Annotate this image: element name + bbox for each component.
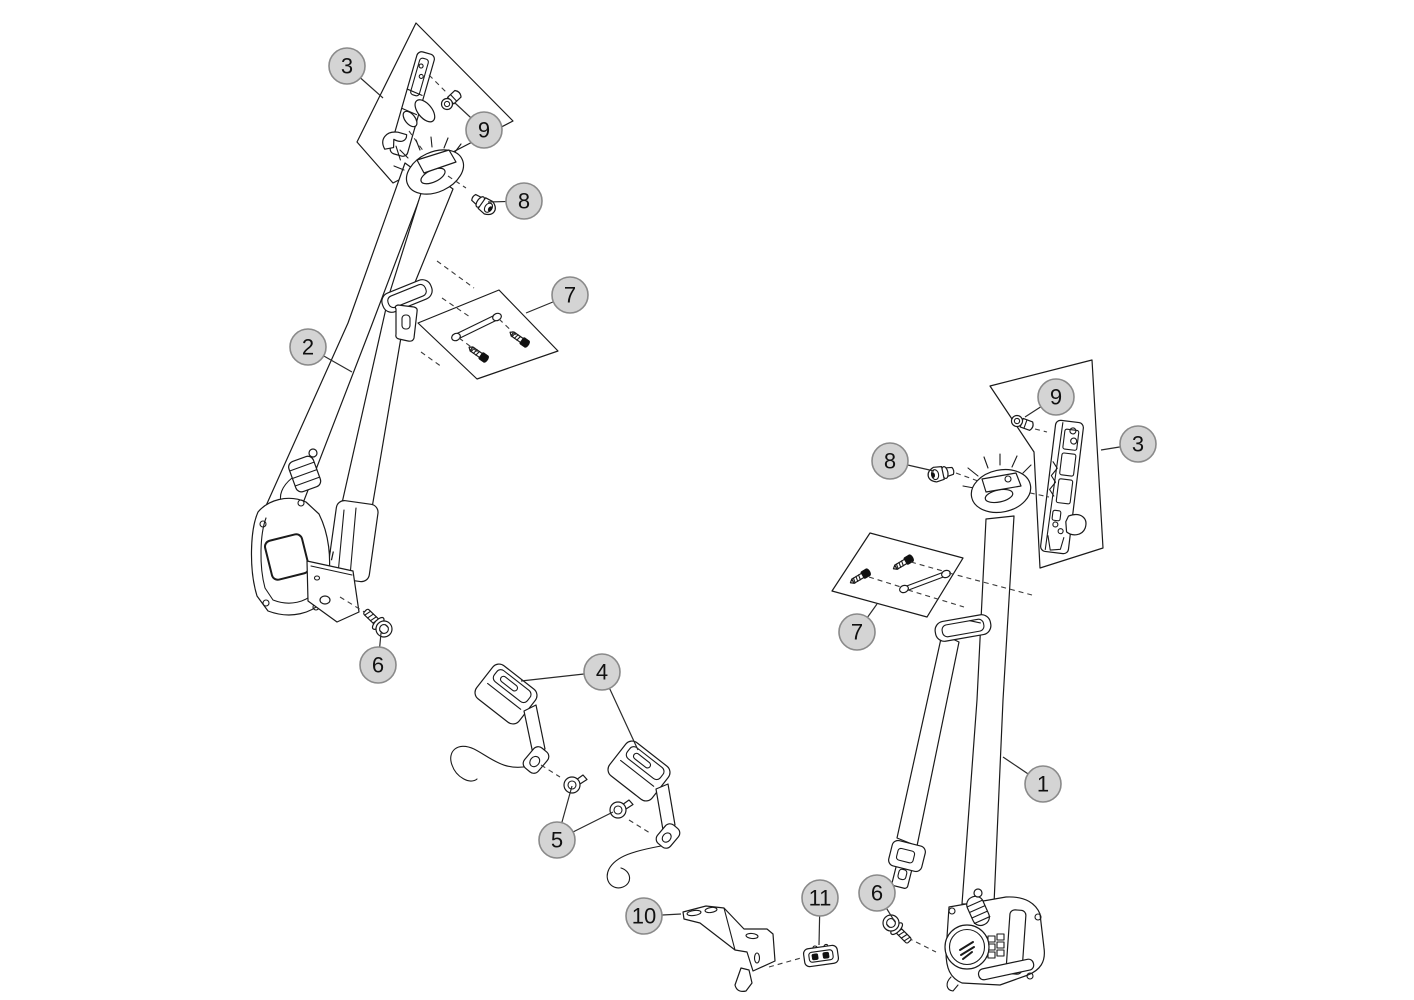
callout-8[interactable]: 8 bbox=[487, 182, 543, 220]
callout-circle bbox=[1119, 425, 1157, 463]
callout-circle bbox=[465, 111, 503, 149]
callout-number: 11 bbox=[809, 886, 832, 911]
belt-clip bbox=[802, 943, 840, 968]
callout-circle bbox=[838, 613, 876, 651]
callout-3[interactable]: 3 bbox=[1100, 425, 1157, 463]
buckle-assemblies bbox=[450, 663, 681, 889]
belt-webbing-right bbox=[961, 515, 1015, 905]
callout-circle bbox=[1024, 765, 1062, 803]
callout-1[interactable]: 1 bbox=[1002, 756, 1062, 803]
callout-circle bbox=[289, 328, 327, 366]
callout-layer: 3 9 8 7 2 6 4 5 10 11 6 9 3 8 7 1 bbox=[289, 47, 1157, 946]
anchor-bolt-right bbox=[879, 911, 916, 948]
callout-circle bbox=[858, 874, 896, 912]
callout-number: 9 bbox=[1050, 385, 1062, 410]
callout-circle bbox=[551, 276, 589, 314]
callout-circle bbox=[871, 442, 909, 480]
callout-number: 7 bbox=[851, 620, 863, 645]
retractor-left bbox=[250, 448, 379, 623]
callout-circle bbox=[538, 821, 576, 859]
callout-number: 10 bbox=[632, 904, 656, 929]
callout-6[interactable]: 6 bbox=[858, 874, 896, 923]
right-seatbelt-assembly bbox=[831, 359, 1104, 992]
callout-4[interactable]: 4 bbox=[520, 653, 639, 751]
callout-7[interactable]: 7 bbox=[525, 276, 589, 314]
callout-11[interactable]: 11 bbox=[801, 879, 839, 946]
callout-circle bbox=[1037, 378, 1075, 416]
callout-number: 3 bbox=[341, 54, 353, 79]
callout-circle bbox=[328, 47, 366, 85]
callout-number: 1 bbox=[1037, 772, 1049, 797]
shoulder-bolt-right bbox=[926, 462, 956, 485]
left-seatbelt-assembly bbox=[250, 22, 559, 641]
latch-plate-right bbox=[888, 614, 992, 889]
pillar-anchor-right bbox=[962, 453, 1032, 514]
callout-number: 6 bbox=[871, 881, 883, 906]
callout-number: 4 bbox=[596, 660, 608, 685]
callout-number: 9 bbox=[478, 118, 490, 143]
hardware-panel-right bbox=[831, 532, 1033, 618]
buckle-bolt-right bbox=[609, 799, 634, 819]
shoulder-bolt-left bbox=[467, 190, 500, 219]
retractor-right bbox=[944, 888, 1045, 992]
callout-circle bbox=[625, 897, 663, 935]
callout-circle bbox=[801, 879, 839, 917]
callout-5[interactable]: 5 bbox=[538, 785, 614, 859]
pillar-anchor-left bbox=[393, 136, 465, 195]
callout-circle bbox=[359, 646, 397, 684]
callout-number: 8 bbox=[518, 189, 530, 214]
mount-bracket bbox=[682, 905, 776, 992]
callout-9[interactable]: 9 bbox=[454, 102, 503, 149]
callout-number: 3 bbox=[1132, 432, 1144, 457]
callout-6[interactable]: 6 bbox=[359, 632, 397, 684]
buckle-right bbox=[606, 740, 681, 889]
buckle-bolt-left bbox=[563, 774, 588, 794]
callout-9[interactable]: 9 bbox=[1024, 378, 1075, 418]
latch-plate-left bbox=[381, 279, 433, 342]
callout-2[interactable]: 2 bbox=[289, 328, 353, 373]
height-adjuster-rail-right bbox=[1040, 419, 1087, 555]
buckle-left bbox=[450, 663, 550, 782]
callout-circle bbox=[505, 182, 543, 220]
callout-3[interactable]: 3 bbox=[328, 47, 384, 99]
callout-number: 2 bbox=[302, 335, 314, 360]
callout-circle bbox=[583, 653, 621, 691]
height-adjuster-rail-left bbox=[382, 51, 436, 161]
callout-number: 5 bbox=[551, 828, 563, 853]
callout-number: 7 bbox=[564, 283, 576, 308]
anchor-bolt-left bbox=[359, 604, 396, 641]
callout-10[interactable]: 10 bbox=[625, 897, 682, 935]
callout-number: 8 bbox=[884, 449, 896, 474]
hardware-panel-left bbox=[417, 260, 559, 380]
callout-number: 6 bbox=[372, 653, 384, 678]
callout-7[interactable]: 7 bbox=[838, 603, 878, 651]
callout-8[interactable]: 8 bbox=[871, 442, 935, 480]
